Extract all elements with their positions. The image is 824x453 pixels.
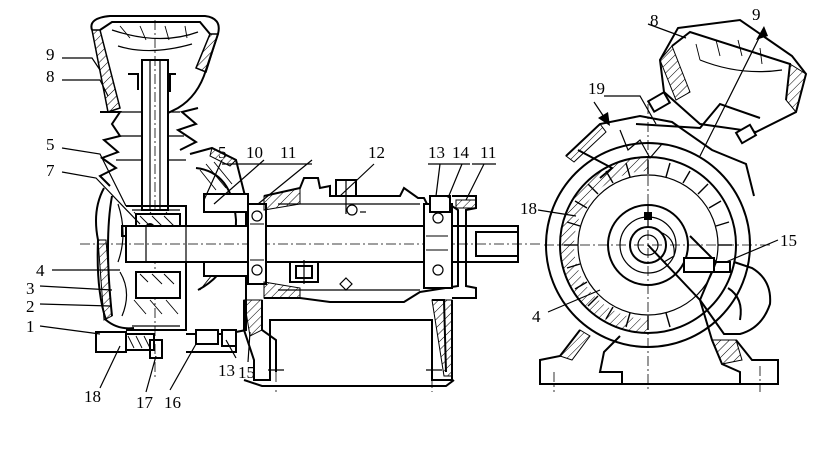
callout-14: 14: [452, 143, 470, 162]
end-view-hopper: [635, 18, 808, 145]
callout-2: 2: [26, 297, 35, 316]
callout-8-end: 8: [650, 11, 659, 30]
support-base: [243, 299, 455, 392]
end-view: 8 9 19 18 15 4: [520, 5, 808, 392]
end-view-base: [539, 104, 779, 392]
callout-8: 8: [46, 67, 55, 86]
callout-3: 3: [26, 279, 35, 298]
callout-15-end: 15: [780, 231, 797, 250]
end-view-upper-casing: [565, 114, 755, 197]
main-shaft: [80, 225, 540, 263]
drain-fittings: [95, 329, 237, 359]
callout-16: 16: [164, 393, 181, 412]
end-view-leaders: [537, 23, 779, 313]
callout-5-upper: 5: [218, 143, 227, 162]
callout-1: 1: [26, 317, 35, 336]
callout-9: 9: [46, 45, 55, 64]
callout-12: 12: [368, 143, 385, 162]
callout-5: 5: [46, 135, 55, 154]
volute-casing: [95, 187, 187, 331]
callout-4: 4: [36, 261, 45, 280]
callout-19: 19: [588, 79, 605, 98]
bearing-right: [423, 195, 477, 299]
leader-lines: [39, 57, 496, 393]
outflow-arrow: [699, 26, 768, 157]
callout-7: 7: [46, 161, 55, 180]
vertical-shaft: [128, 20, 176, 380]
sectional-view: 9 8 5 7 4 3 2 1 18 17 16 13 15 5 10 11 1…: [26, 15, 540, 412]
callout-11-left: 11: [280, 143, 296, 162]
end-view-right-lobe: [699, 261, 772, 335]
bearing-housing: [263, 177, 459, 303]
callout-13-lower: 13: [218, 361, 235, 380]
inlet-hopper: [90, 15, 220, 119]
left-callouts: 9 8 5 7 4 3 2 1 18 17 16 13 15 5 10 11 1…: [26, 45, 496, 412]
callout-13-upper: 13: [428, 143, 445, 162]
callout-15-lower: 15: [238, 363, 255, 382]
callout-11-right: 11: [480, 143, 496, 162]
callout-4-end: 4: [532, 307, 541, 326]
callout-18: 18: [84, 387, 101, 406]
callout-9-end: 9: [752, 5, 761, 24]
callout-18-end: 18: [520, 199, 537, 218]
bearing-left: [247, 203, 267, 285]
right-callouts: 8 9 19 18 15 4: [520, 5, 797, 326]
callout-17: 17: [136, 393, 154, 412]
callout-10: 10: [246, 143, 263, 162]
